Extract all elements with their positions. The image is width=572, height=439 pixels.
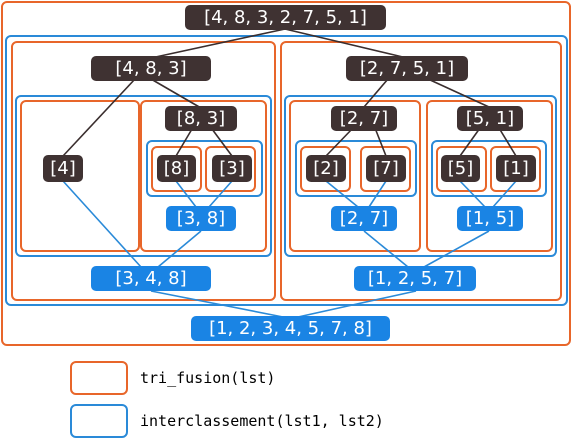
legend-interclassement-label: interclassement(lst1, lst2): [140, 412, 384, 430]
node-l4: [4]: [43, 155, 83, 182]
node-merge-15: [1, 5]: [457, 206, 523, 231]
frame-tri-fusion-root: [1, 1, 571, 346]
edge-root-left: [150, 28, 286, 59]
edge-right-r27: [363, 78, 389, 108]
node-left: [4, 8, 3]: [91, 56, 211, 81]
frame-tri-fusion-l83: [140, 100, 267, 252]
frame-interclassement-l83: [146, 140, 263, 197]
node-merge-1257: [1, 2, 5, 7]: [354, 266, 476, 291]
node-root: [4, 8, 3, 2, 7, 5, 1]: [185, 5, 386, 30]
edge-r27-r7: [374, 127, 387, 157]
edge-r5-m15: [459, 180, 486, 208]
frame-interclassement-r27: [295, 140, 417, 197]
legend-tri-fusion-swatch: [70, 361, 128, 395]
edge-r1-m15: [492, 180, 517, 208]
edge-r51-r5: [459, 127, 481, 157]
node-r51: [5, 1]: [457, 106, 523, 131]
node-r27: [2, 7]: [331, 106, 397, 131]
node-r7: [7]: [366, 155, 406, 182]
node-r5: [5]: [441, 155, 480, 182]
edge-l83-l8: [175, 128, 193, 157]
node-r2: [2]: [306, 155, 346, 182]
frame-tri-fusion-left: [11, 41, 276, 301]
frame-tri-fusion-l8: [151, 146, 202, 192]
frame-tri-fusion-r1: [490, 146, 541, 192]
edge-l4-m348: [62, 180, 142, 268]
legend-interclassement-swatch: [70, 404, 128, 438]
edge-left-l83: [150, 78, 202, 109]
frame-tri-fusion-r51: [426, 100, 553, 252]
edge-r7-m27: [368, 180, 387, 208]
node-merge-38: [3, 8]: [166, 206, 236, 231]
frame-interclassement-root: [5, 35, 568, 306]
frame-tri-fusion-l4: [20, 100, 140, 252]
node-l83: [8, 3]: [165, 106, 237, 131]
frame-tri-fusion-right: [280, 41, 562, 301]
node-l3: [3]: [212, 155, 252, 182]
frame-tri-fusion-r27: [289, 100, 421, 252]
edge-m27-m1257: [363, 230, 409, 268]
frame-interclassement-r51: [431, 140, 547, 197]
frame-tri-fusion-r7: [360, 146, 411, 192]
frame-interclassement-right: [284, 95, 557, 257]
edge-l83-l3: [211, 128, 233, 157]
edge-l8-m38: [175, 180, 197, 208]
edge-m15-m1257: [423, 230, 490, 268]
edge-m348-final: [150, 290, 284, 318]
edge-left-l4: [62, 78, 136, 157]
legend-tri-fusion-label: tri_fusion(lst): [140, 369, 276, 387]
node-r1: [1]: [496, 155, 536, 182]
edge-m1257-final: [297, 290, 417, 318]
frame-tri-fusion-r5: [436, 146, 487, 192]
node-merge-348: [3, 4, 8]: [91, 266, 211, 291]
node-merge-27: [2, 7]: [331, 206, 397, 231]
frame-interclassement-left: [15, 95, 272, 257]
edge-r51-r1: [498, 127, 517, 157]
node-right: [2, 7, 5, 1]: [346, 56, 468, 81]
edge-right-r51: [427, 78, 490, 108]
node-merge-final: [1, 2, 3, 4, 5, 7, 8]: [191, 316, 390, 341]
edge-r2-m27: [325, 180, 359, 208]
frame-tri-fusion-r2: [300, 146, 351, 192]
node-l8: [8]: [157, 155, 196, 182]
edge-root-right: [284, 28, 408, 59]
edge-r27-r2: [325, 127, 354, 157]
edge-m38-m348: [157, 230, 202, 268]
frame-tri-fusion-l3: [205, 146, 256, 192]
edge-l3-m38: [208, 180, 233, 208]
